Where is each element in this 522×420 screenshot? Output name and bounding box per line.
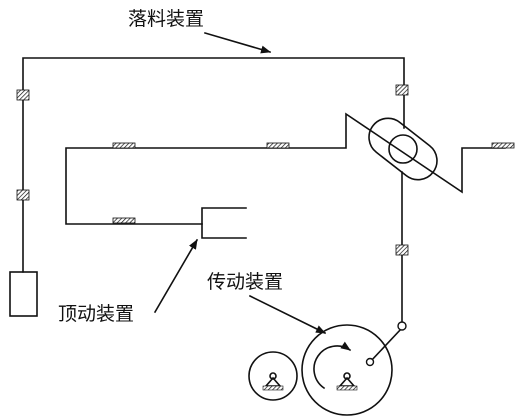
guide-bearing xyxy=(16,89,30,101)
ejector-head xyxy=(201,207,247,239)
ejector-linkage xyxy=(65,112,506,225)
cam-roller xyxy=(388,134,418,164)
falling-device-label: 落料装置 xyxy=(128,8,205,30)
crank-arm xyxy=(368,326,404,364)
guide-bearing xyxy=(491,142,515,149)
guide-bearing xyxy=(16,189,30,201)
small-gear-ground xyxy=(262,385,284,391)
crank-pin xyxy=(397,321,407,331)
rotation-arrow xyxy=(313,341,352,390)
small-gear-support xyxy=(264,376,282,387)
large-gear-ground xyxy=(336,385,358,391)
small-gear xyxy=(248,351,298,401)
guide-bearing xyxy=(266,142,290,149)
guide-bearing xyxy=(112,217,136,224)
guide-bearing xyxy=(112,142,136,149)
ejector-device-pointer xyxy=(153,238,199,314)
transmission-device-label: 传动装置 xyxy=(207,271,284,293)
left-slider-block xyxy=(9,271,38,317)
falling-device-pointer xyxy=(204,32,271,54)
large-gear-support xyxy=(338,376,356,387)
guide-bearing xyxy=(395,84,409,96)
large-gear xyxy=(301,324,393,416)
ejector-device-label: 顶动装置 xyxy=(58,303,135,325)
guide-bearing xyxy=(395,244,409,256)
transmission-device-pointer xyxy=(248,294,327,335)
crank-pivot xyxy=(365,357,375,367)
cam-yoke xyxy=(368,117,438,181)
falling-linkage xyxy=(22,57,405,273)
